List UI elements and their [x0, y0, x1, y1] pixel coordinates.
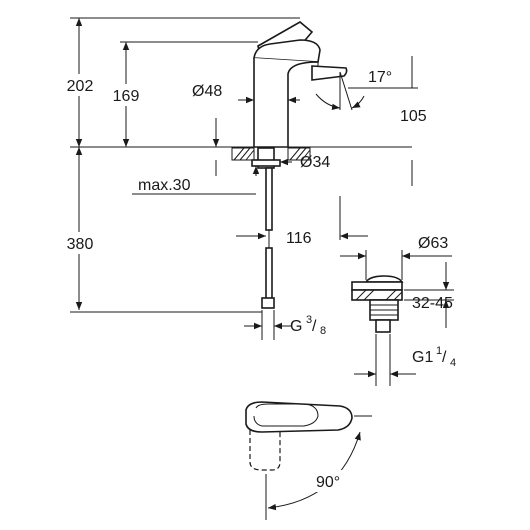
- hose-offset-dimension: 116: [236, 196, 368, 247]
- supply-hose: [261, 167, 275, 309]
- height-total-dimension: 202: [58, 17, 300, 147]
- max-thickness-dimension: max.30: [132, 166, 260, 195]
- lever-rotation-dimension: 90°: [265, 415, 372, 520]
- height-spout-label: 169: [113, 88, 140, 105]
- hole-diameter-label: Ø34: [300, 154, 330, 171]
- hose-offset-label: 116: [286, 230, 312, 247]
- faucet-body: [253, 21, 348, 148]
- svg-text:/: /: [442, 349, 447, 366]
- waste-thread-denominator: 4: [450, 357, 456, 369]
- waste-range-dimension: 32-45: [404, 262, 454, 328]
- waste-thread-dimension: G1 1 / 4: [354, 334, 456, 386]
- hose-thread-denominator: 8: [320, 325, 326, 337]
- waste-diameter-label: Ø63: [418, 235, 448, 252]
- waste-diameter-dimension: Ø63: [340, 235, 452, 280]
- hose-length-dimension: 380: [58, 147, 262, 313]
- spout-reach-dimension: 105: [348, 56, 427, 186]
- max-thickness-label: max.30: [138, 177, 191, 194]
- hose-thread-dimension: G 3 / 8: [244, 310, 326, 340]
- height-total-label: 202: [67, 78, 94, 95]
- spout-angle-label: 17°: [368, 69, 392, 86]
- lever-top-view: [245, 401, 353, 471]
- hole-diameter-dimension: Ø34: [280, 154, 330, 171]
- mounting-section: [231, 147, 311, 169]
- body-diameter-dimension: Ø48: [192, 83, 300, 104]
- body-diameter-label: Ø48: [192, 83, 222, 100]
- height-spout-dimension: 169: [104, 41, 258, 147]
- waste-range-label: 32-45: [412, 295, 453, 312]
- spout-angle-dimension: 17°: [315, 69, 392, 111]
- waste-thread-numerator: 1: [436, 345, 442, 357]
- spout-reach-label: 105: [400, 108, 427, 125]
- waste-fitting: [351, 275, 404, 333]
- lever-rotation-label: 90°: [316, 474, 340, 491]
- hose-length-label: 380: [67, 236, 94, 253]
- svg-text:/: /: [312, 318, 317, 335]
- waste-thread-label: G1: [412, 349, 433, 366]
- hose-thread-label: G: [290, 318, 302, 335]
- hose-thread-numerator: 3: [306, 314, 312, 326]
